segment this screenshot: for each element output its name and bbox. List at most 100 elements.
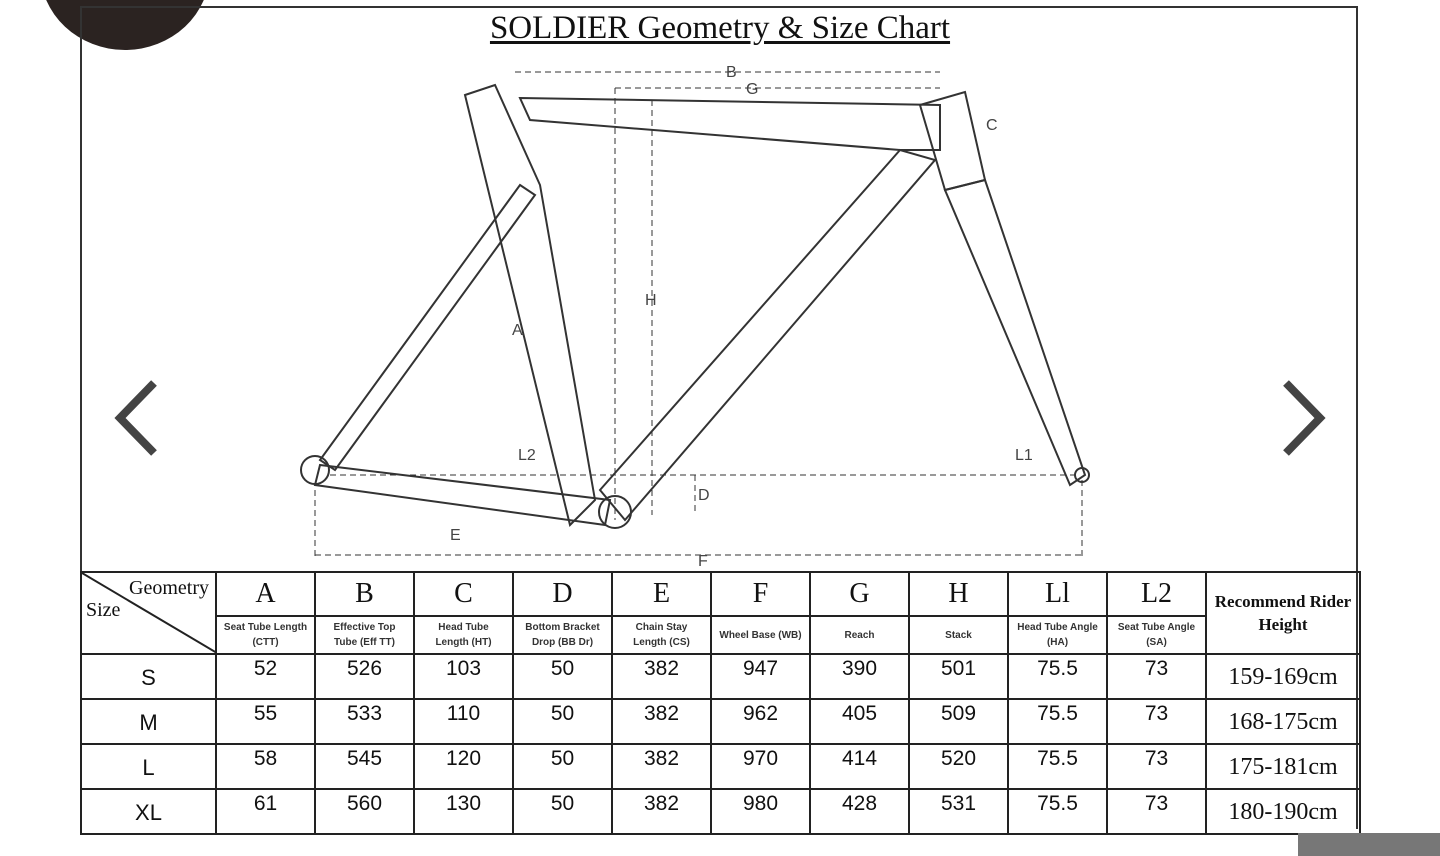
col-letter: E xyxy=(611,571,712,617)
label-l2: L2 xyxy=(518,447,536,464)
chain-stay xyxy=(313,463,612,527)
desc-line1: Head Tube xyxy=(438,622,489,633)
value-cell: 50 xyxy=(512,743,613,790)
value-cell: 382 xyxy=(611,743,712,790)
desc-line2: Length (CS) xyxy=(633,637,690,648)
rider-height-cell: 180-190cm xyxy=(1205,788,1361,835)
col-letter: D xyxy=(512,571,613,617)
value-cell: 390 xyxy=(809,653,910,700)
rider-height-cell: 175-181cm xyxy=(1205,743,1361,790)
gray-overlay-bar xyxy=(1298,833,1440,856)
col-letter: Ll xyxy=(1007,571,1108,617)
head-tube xyxy=(918,90,987,192)
col-description: Wheel Base (WB) xyxy=(710,615,811,655)
col-description: Stack xyxy=(908,615,1009,655)
chart-border xyxy=(80,6,1358,829)
size-label: Size xyxy=(86,599,121,621)
value-cell: 382 xyxy=(611,788,712,835)
value-cell: 50 xyxy=(512,653,613,700)
desc-line1: Effective Top xyxy=(333,622,396,633)
down-tube xyxy=(598,148,937,522)
value-cell: 962 xyxy=(710,698,811,745)
col-letter: B xyxy=(314,571,415,617)
value-cell: 414 xyxy=(809,743,910,790)
label-c: C xyxy=(986,117,998,134)
label-e: E xyxy=(450,527,461,544)
chart-title-text: SOLDIER Geometry & Size Chart xyxy=(489,10,951,46)
value-cell: 120 xyxy=(413,743,514,790)
rider-height-cell: 168-175cm xyxy=(1205,698,1361,745)
value-cell: 509 xyxy=(908,698,1009,745)
col-letter: L2 xyxy=(1106,571,1207,617)
value-cell: 58 xyxy=(215,743,316,790)
value-cell: 526 xyxy=(314,653,415,700)
label-h: H xyxy=(645,292,657,309)
desc-line2: (SA) xyxy=(1146,637,1167,648)
col-description: Seat Tube Angle (SA) xyxy=(1106,615,1207,655)
value-cell: 520 xyxy=(908,743,1009,790)
col-description: Seat Tube Length (CTT) xyxy=(215,615,316,655)
value-cell: 405 xyxy=(809,698,910,745)
label-d: D xyxy=(698,487,710,504)
value-cell: 50 xyxy=(512,788,613,835)
value-cell: 531 xyxy=(908,788,1009,835)
label-f: F xyxy=(698,553,708,570)
col-letter: H xyxy=(908,571,1009,617)
value-cell: 52 xyxy=(215,653,316,700)
value-cell: 947 xyxy=(710,653,811,700)
value-cell: 382 xyxy=(611,698,712,745)
value-cell: 545 xyxy=(314,743,415,790)
seat-tube xyxy=(463,83,597,527)
value-cell: 73 xyxy=(1106,788,1207,835)
value-cell: 50 xyxy=(512,698,613,745)
bike-frame-diagram: B G C H A D E F L1 L2 xyxy=(300,64,1090,570)
col-letter: A xyxy=(215,571,316,617)
desc-line1: Bottom Bracket xyxy=(525,622,600,633)
geometry-label: Geometry xyxy=(129,577,209,599)
value-cell: 73 xyxy=(1106,698,1207,745)
size-cell: L xyxy=(80,743,217,790)
desc-line2: Tube (Eff TT) xyxy=(334,637,395,648)
label-b: B xyxy=(726,64,737,81)
chevron-right-icon xyxy=(1283,380,1326,456)
desc-line2: (CTT) xyxy=(252,637,279,648)
desc-line1: Seat Tube Angle xyxy=(1117,622,1196,633)
col-description: Head Tube Angle(HA) xyxy=(1007,615,1108,655)
col-letter: F xyxy=(710,571,811,617)
value-cell: 130 xyxy=(413,788,514,835)
col-letter: C xyxy=(413,571,514,617)
value-cell: 103 xyxy=(413,653,514,700)
previous-image-button[interactable] xyxy=(112,378,162,458)
value-cell: 382 xyxy=(611,653,712,700)
size-cell: S xyxy=(80,653,217,700)
rider-height-cell: 159-169cm xyxy=(1205,653,1361,700)
label-l1: L1 xyxy=(1015,447,1033,464)
next-image-button[interactable] xyxy=(1278,378,1328,458)
desc-line2: Length (HT) xyxy=(435,637,492,648)
desc-line1: Seat Tube Length xyxy=(223,622,308,633)
rec-header-line1: Recommend Rider xyxy=(1214,592,1352,611)
value-cell: 55 xyxy=(215,698,316,745)
top-tube xyxy=(518,96,941,151)
value-cell: 110 xyxy=(413,698,514,745)
desc-line1: Wheel Base (WB) xyxy=(719,629,802,641)
value-cell: 75.5 xyxy=(1007,698,1108,745)
corner-header: Geometry Size xyxy=(80,571,217,655)
desc-line1: Reach xyxy=(844,629,875,641)
fork xyxy=(943,178,1087,487)
chevron-left-icon xyxy=(114,380,157,456)
chart-title: SOLDIER Geometry & Size Chart xyxy=(0,10,1440,47)
desc-line2: Drop (BB Dr) xyxy=(531,637,594,648)
seat-stay xyxy=(318,183,537,472)
desc-line1: Chain Stay xyxy=(635,622,688,633)
size-cell: M xyxy=(80,698,217,745)
value-cell: 73 xyxy=(1106,743,1207,790)
